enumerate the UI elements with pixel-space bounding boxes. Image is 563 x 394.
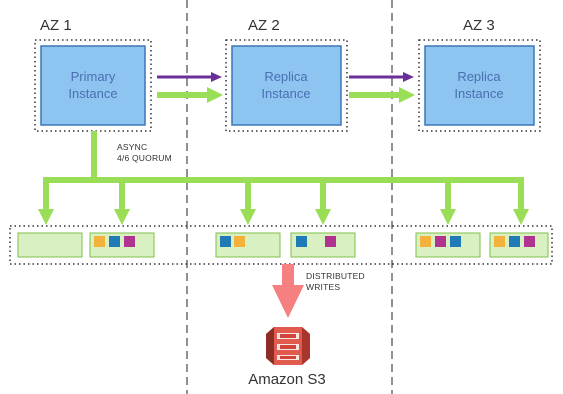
instance-type: Instance [68, 86, 117, 101]
storage-node [415, 232, 481, 258]
instance-role: Replica [264, 69, 308, 84]
replica-instance-az2: Replica Instance [225, 39, 348, 132]
primary-instance: Primary Instance [34, 39, 152, 132]
az-label: AZ 2 [248, 17, 280, 34]
quorum-arrowheads [38, 209, 529, 225]
data-segment [435, 236, 446, 247]
data-segment [450, 236, 461, 247]
data-segment [524, 236, 535, 247]
storage-node [290, 232, 356, 258]
data-segment [220, 236, 231, 247]
storage-volume [9, 225, 553, 265]
s3-backup-arrow [272, 264, 304, 318]
storage-node [89, 232, 155, 258]
replica-instance-az3: Replica Instance [418, 39, 541, 132]
az-label: AZ 3 [463, 17, 495, 34]
quorum-label: 4/6 QUORUM [117, 153, 172, 163]
data-segment [234, 236, 245, 247]
distributed-label: DISTRIBUTED [306, 271, 365, 281]
storage-node [489, 232, 549, 258]
replication-arrows [157, 72, 415, 103]
data-segment [124, 236, 135, 247]
data-segment [509, 236, 520, 247]
instance-role: Replica [457, 69, 501, 84]
instance-type: Instance [261, 86, 310, 101]
data-segment [109, 236, 120, 247]
az-label: AZ 1 [40, 17, 72, 34]
instance-type: Instance [454, 86, 503, 101]
data-segment [94, 236, 105, 247]
data-segment [494, 236, 505, 247]
instance-role: Primary [71, 69, 116, 84]
storage-node [215, 232, 281, 258]
writes-label: WRITES [306, 282, 340, 292]
storage-node [17, 232, 83, 258]
data-segment [296, 236, 307, 247]
quorum-write-bus [43, 131, 524, 211]
data-segment [325, 236, 336, 247]
async-label: ASYNC [117, 142, 147, 152]
amazon-s3-icon [266, 327, 310, 365]
s3-label: Amazon S3 [248, 371, 326, 388]
data-segment [420, 236, 431, 247]
